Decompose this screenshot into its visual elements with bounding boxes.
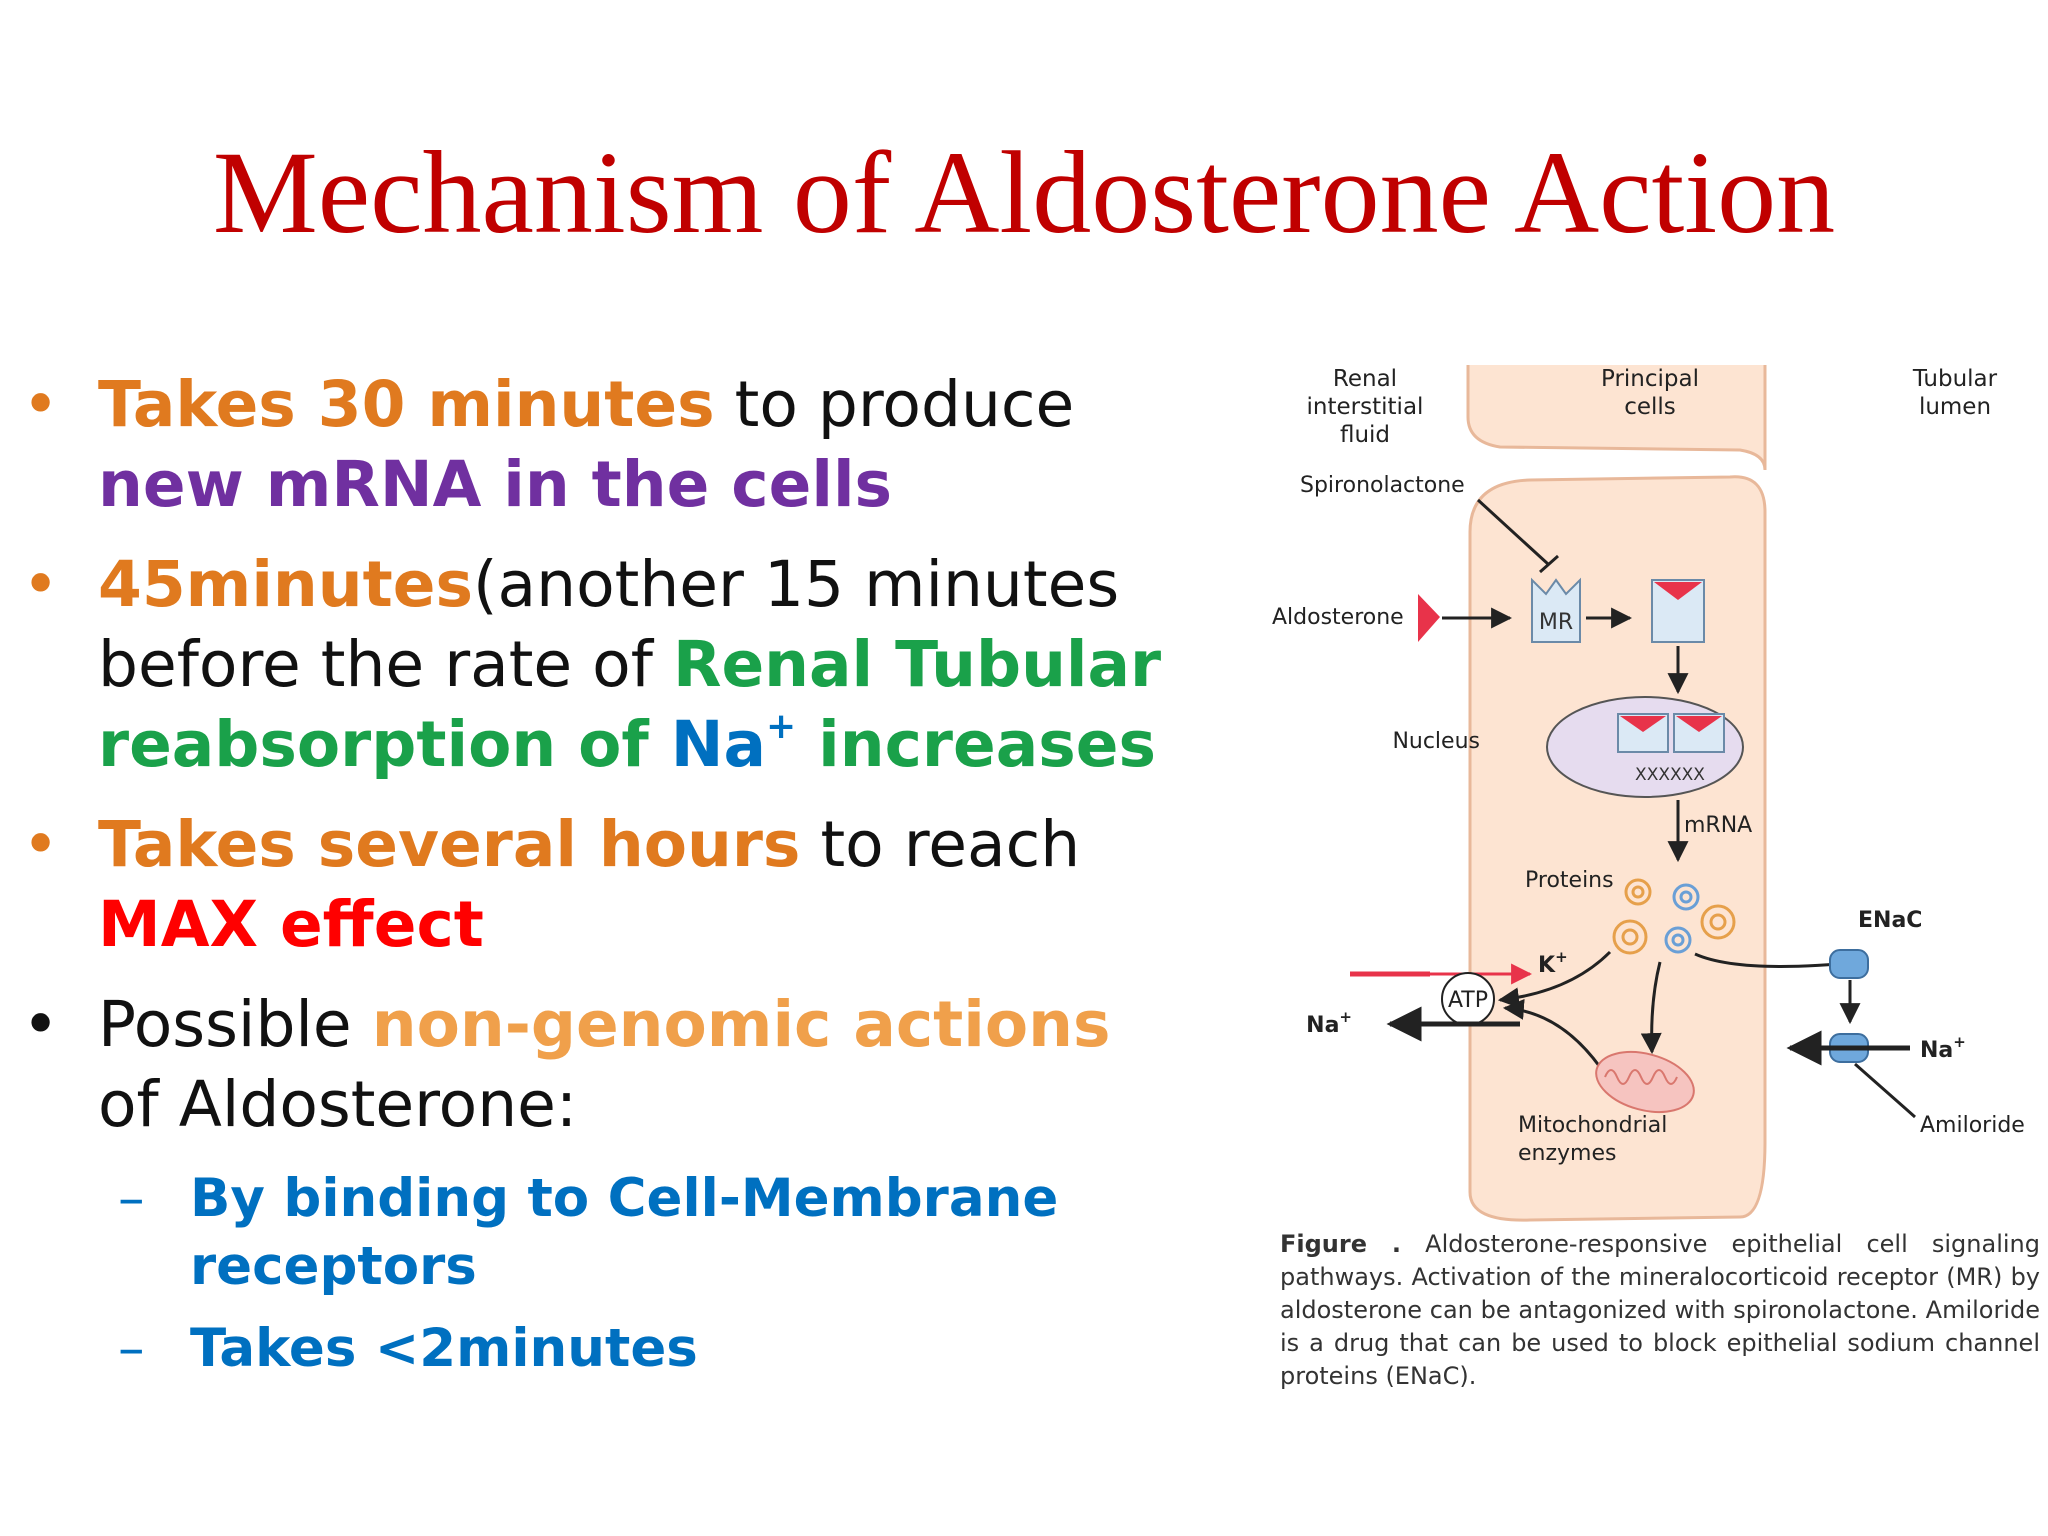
principal-cell (1468, 475, 1767, 1222)
label-principal-1: Principal (1601, 366, 1699, 392)
label-principal-2: cells (1624, 394, 1676, 420)
mr-complex (1651, 579, 1705, 643)
bullet-2-seg-1: 45minutes (98, 548, 473, 621)
spironolactone-inhibit-line (1476, 498, 1550, 566)
sub-bullet-2: – Takes <2minutes (0, 1315, 1180, 1383)
sub-bullet-dash: – (118, 1318, 145, 1379)
label-renal-2: interstitial (1307, 394, 1424, 420)
label-mr: MR (1539, 610, 1573, 635)
label-na-left: Na+ (1306, 1008, 1352, 1038)
bullet-dot: • (22, 548, 60, 621)
bullet-1-seg-2: to produce (714, 368, 1075, 441)
bullet-1: • Takes 30 minutes to produce new mRNA i… (0, 365, 1180, 525)
label-aldosterone: Aldosterone (1272, 605, 1404, 630)
aldosterone-pathway-diagram: Renal interstitial fluid Principal cells… (1272, 365, 2025, 1222)
bullet-2-seg-6: increases (796, 708, 1156, 781)
upper-cell (1466, 365, 1767, 471)
protein-to-mito-arrow (1640, 961, 1662, 1055)
protein-coils (1612, 878, 1736, 955)
bullet-dot: • (22, 808, 60, 881)
bullet-1-seg-3: new mRNA in the cells (98, 448, 893, 521)
sub-bullet-1: – By binding to Cell-Membrane receptors (0, 1165, 1180, 1301)
mitochondrion-cristae (1604, 1069, 1678, 1085)
slide-title: Mechanism of Aldosterone Action (212, 127, 1836, 258)
spironolactone-inhibit-bar (1539, 554, 1559, 574)
bullet-dot: • (22, 368, 60, 441)
amiloride-line (1854, 1062, 1916, 1119)
label-atp: ATP (1448, 988, 1488, 1013)
bullet-2-seg-4: Na (670, 708, 767, 781)
label-nucleus: Nucleus (1392, 729, 1480, 754)
aldosterone-marker (1418, 594, 1440, 642)
sub-bullet-1-text: By binding to Cell-Membrane receptors (190, 1168, 1059, 1297)
bullet-dot: • (22, 988, 60, 1061)
label-tubular-2: lumen (1919, 394, 1991, 420)
bullet-4-seg-3: of Aldosterone: (98, 1068, 578, 1141)
label-k: K+ (1538, 948, 1568, 978)
label-amiloride: Amiloride (1920, 1113, 2025, 1138)
bullet-3: • Takes several hours to reach MAX effec… (0, 805, 1180, 965)
bullet-2-seg-2: (another 15 minutes before the rate of (98, 548, 1120, 701)
label-renal-1: Renal (1333, 366, 1397, 392)
caption-label: Figure . (1280, 1230, 1401, 1258)
nucleus-complex-1-ligand (1620, 716, 1666, 732)
enac-channel-top (1829, 949, 1869, 979)
label-dna: XXXXXX (1635, 765, 1705, 785)
bullet-4: • Possible non-genomic actions of Aldost… (0, 985, 1180, 1145)
bullet-2: • 45minutes(another 15 minutes before th… (0, 545, 1180, 785)
label-tubular-1: Tubular (1912, 366, 1998, 392)
figure-caption: Figure . Aldosterone-responsive epitheli… (1280, 1228, 2040, 1393)
bullet-3-seg-1: Takes several hours (98, 808, 801, 881)
label-mito-2: enzymes (1518, 1141, 1616, 1166)
sub-bullet-dash: – (118, 1168, 145, 1229)
caption-text: Aldosterone-responsive epithelial cell s… (1280, 1230, 2040, 1390)
label-mrna: mRNA (1684, 813, 1752, 838)
bullet-2-seg-3: Renal Tubular reabsorption of (98, 628, 1162, 781)
bullet-3-seg-3: MAX effect (98, 888, 484, 961)
label-renal-3: fluid (1340, 422, 1390, 448)
bullet-4-seg-2: non-genomic actions (371, 988, 1111, 1061)
mr-receptor (1531, 577, 1581, 643)
bullet-2-sup: + (766, 706, 797, 747)
sub-bullet-2-text: Takes <2minutes (190, 1318, 698, 1379)
bullet-4-seg-1: Possible (98, 988, 372, 1061)
label-proteins: Proteins (1525, 868, 1614, 893)
bullet-1-seg-1: Takes 30 minutes (98, 368, 715, 441)
nucleus-complex-2-ligand (1676, 716, 1722, 732)
mito-to-pump-arrow (1502, 998, 1602, 1068)
bullet-3-seg-2: to reach (800, 808, 1081, 881)
label-mito-1: Mitochondrial (1518, 1113, 1667, 1138)
mr-complex-ligand (1654, 582, 1702, 600)
bullet-list: • Takes 30 minutes to produce new mRNA i… (0, 365, 1180, 1397)
label-enac: ENaC (1858, 908, 1922, 933)
label-spironolactone: Spironolactone (1300, 473, 1465, 498)
label-na-right: Na+ (1920, 1033, 1966, 1063)
protein-to-pump-arrow (1497, 950, 1612, 1009)
